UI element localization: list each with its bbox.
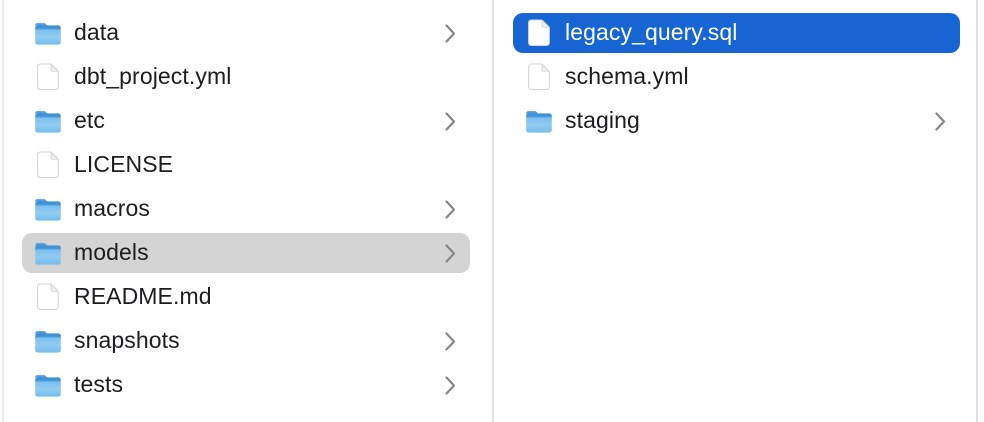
folder-icon [34,19,62,47]
row-dbt-project-yml[interactable]: dbt_project.yml [22,57,470,97]
file-name-label: legacy_query.sql [565,18,738,45]
row-tests[interactable]: tests [22,365,470,405]
chevron-right-icon [445,111,456,131]
row-etc[interactable]: etc [22,101,470,141]
document-icon [34,151,62,179]
row-macros[interactable]: macros [22,189,470,229]
column-divider-left [2,0,4,422]
chevron-right-icon [445,375,456,395]
column-divider[interactable] [976,0,978,422]
chevron-right-icon [445,243,456,263]
folder-icon [34,195,62,223]
file-column-parent: data dbt_project.yml etc LICENSE macros [2,0,470,422]
file-column-child: legacy_query.sql schema.yml staging [494,0,976,422]
row-models[interactable]: models [22,233,470,273]
file-name-label: LICENSE [74,150,174,177]
file-name-label: staging [565,106,640,133]
row-snapshots[interactable]: snapshots [22,321,470,361]
file-name-label: dbt_project.yml [74,62,232,89]
row-license[interactable]: LICENSE [22,145,470,185]
row-schema-yml[interactable]: schema.yml [513,57,960,97]
row-readme-md[interactable]: README.md [22,277,470,317]
folder-icon [34,239,62,267]
row-data[interactable]: data [22,13,470,53]
folder-icon [525,107,553,135]
file-name-label: data [74,18,120,45]
file-name-label: schema.yml [565,62,689,89]
row-staging[interactable]: staging [513,101,960,141]
chevron-right-icon [935,111,946,131]
document-icon [525,63,553,91]
chevron-right-icon [445,199,456,219]
file-name-label: macros [74,194,151,221]
file-name-label: etc [74,106,105,133]
file-name-label: models [74,238,149,265]
column-divider[interactable] [492,0,494,422]
chevron-right-icon [445,331,456,351]
row-legacy-query-sql[interactable]: legacy_query.sql [513,13,960,53]
file-name-label: README.md [74,282,212,309]
file-name-label: tests [74,370,124,397]
folder-icon [34,371,62,399]
file-column-empty [978,0,984,422]
document-icon [525,19,553,47]
document-icon [34,283,62,311]
folder-icon [34,107,62,135]
folder-icon [34,327,62,355]
file-name-label: snapshots [74,326,180,353]
chevron-right-icon [445,23,456,43]
document-icon [34,63,62,91]
